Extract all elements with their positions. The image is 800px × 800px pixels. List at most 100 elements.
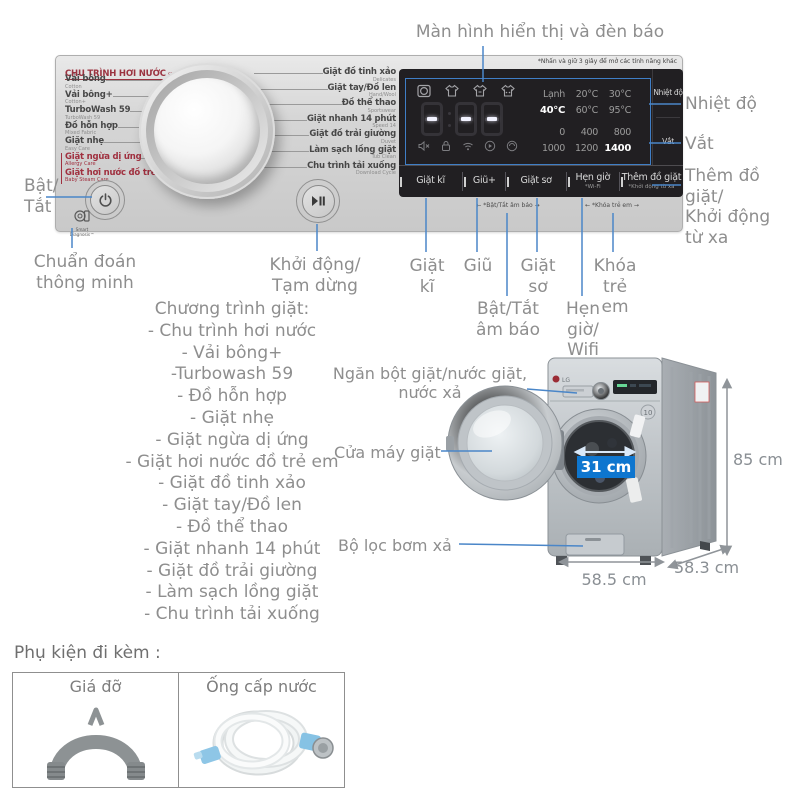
program-sublabel: Speed 14: [372, 123, 396, 130]
spin-option: 1000: [542, 143, 565, 154]
temperature-button[interactable]: Nhiệt độ: [653, 88, 683, 98]
play-pause-icon: [312, 196, 325, 206]
program-item: -Turbowash 59: [170, 364, 294, 385]
program-label: Đồ thể thao: [341, 98, 396, 109]
childlock-combo-note: ← *Khóa trẻ em →: [585, 202, 639, 209]
display-key-column: Nhiệt độ Vắt: [652, 69, 683, 165]
leader-line: [254, 104, 342, 106]
add-laundry-button[interactable]: Thêm đồ giặt*Khởi động từ xa: [620, 172, 682, 190]
program-sublabel: Baby Steam Care: [65, 177, 109, 184]
program-sublabel: Easy Care: [65, 145, 90, 152]
smart-diagnosis-icon: [74, 210, 90, 222]
program-item: - Giặt nhanh 14 phút: [143, 538, 321, 559]
wifi-icon: [463, 142, 473, 151]
spin-options: 0 400 800 1000 1200 1400: [529, 125, 631, 157]
program-summary: Chương trình giặt: - Chu trình hơi nước …: [112, 299, 352, 626]
leader-line: [254, 73, 323, 74]
remote-start-icon: [484, 140, 496, 152]
annotation-child-lock: Khóa trẻ em: [593, 256, 637, 318]
button-tick: [464, 176, 467, 187]
program-item: - Giặt ngừa dị ứng: [155, 429, 309, 450]
program-item: - Làm sạch lồng giặt: [145, 582, 319, 603]
annotation-display: Màn hình hiển thị và đèn báo: [415, 22, 665, 42]
power-icon: [98, 192, 112, 207]
spin-button[interactable]: Vắt: [662, 136, 674, 146]
steam-cycle-title: CHU TRÌNH HƠI NƯỚC: [65, 69, 166, 80]
display-highlight-box: [405, 78, 651, 165]
leader-line: [105, 80, 185, 81]
leader-line: [254, 88, 328, 90]
program-label: TurboWash 59: [65, 105, 131, 116]
annotation-prewash: Giặt sơ: [520, 256, 556, 297]
rinse-button[interactable]: Giũ+: [463, 166, 505, 197]
svg-text:10: 10: [644, 409, 653, 417]
spin-option: 400: [580, 127, 599, 138]
program-item: - Chu trình tải xuống: [144, 604, 320, 625]
program-item: - Giặt đồ tinh xảo: [158, 473, 306, 494]
program-label: Giặt đồ tinh xảo: [322, 67, 397, 77]
annotation-intensive-wash: Giặt kĩ: [409, 256, 445, 297]
dial-knob: [154, 78, 260, 184]
accessory-cell-bracket: Giá đỡ: [13, 673, 178, 787]
program-sublabel: Allergy Care: [65, 161, 96, 168]
program-summary-title: Chương trình giặt:: [154, 299, 310, 319]
annotation-timer-wifi: Hẹn giờ/ Wifi: [565, 299, 601, 361]
divider: [656, 116, 680, 118]
seven-segment-display: [421, 102, 507, 136]
temp-option: 95°C: [608, 105, 632, 116]
annotation-temperature: Nhiệt độ: [685, 94, 757, 114]
start-pause-button[interactable]: [296, 179, 340, 223]
display-colon: [447, 107, 451, 131]
program-sublabel: Cotton: [65, 83, 82, 90]
program-item: - Đồ hỗn hợp: [177, 386, 287, 407]
annotation-power: Bật/ Tắt: [24, 176, 59, 217]
cotton-shirt-icon: [445, 84, 459, 97]
annotation-spin: Vắt: [685, 134, 714, 154]
program-item: - Giặt hơi nước đồ trẻ em: [125, 451, 339, 472]
prewash-button[interactable]: Giặt sơ: [506, 166, 565, 197]
program-item: - Đồ thể thao: [175, 516, 289, 537]
intensive-wash-button[interactable]: Giặt kĩ: [399, 166, 462, 197]
program-sublabel: Cotton+: [65, 99, 86, 106]
power-button[interactable]: [85, 180, 125, 220]
water-supply-hose-image: [193, 710, 334, 776]
program-dial[interactable]: [139, 63, 275, 199]
display-bottom-icons: [418, 140, 518, 152]
svg-text:LG: LG: [562, 377, 570, 384]
spin-option-active: 1400: [604, 143, 631, 154]
temp-option: 60°C: [575, 105, 599, 116]
leader-line: [254, 166, 308, 168]
accessory-name: Ống cấp nước: [206, 677, 317, 696]
button-tick: [620, 176, 623, 187]
drain-hose-bracket-image: [46, 707, 145, 780]
button-separator: [505, 172, 507, 191]
program-item: - Giặt tay/Đồ len: [162, 495, 302, 516]
display-digit: [481, 102, 503, 136]
program-sublabel: Duvet: [380, 138, 396, 145]
annotation-beep: Bật/Tắt âm báo: [476, 299, 540, 340]
program-label: Vải bông+: [65, 89, 113, 100]
timer-button[interactable]: Hẹn giờ*Wi-Fi: [567, 166, 619, 197]
drum-light-icon: [506, 140, 518, 152]
program-sublabel: Tub Clean: [371, 154, 396, 161]
program-sublabel: Hand/Wool: [368, 92, 396, 99]
door-label: Cửa máy giặt: [334, 443, 441, 462]
temp-option-active: 40°C: [539, 105, 565, 116]
temp-option: Lạnh: [543, 89, 565, 100]
display-button-row: Giặt kĩ Giũ+ Giặt sơ Hẹn giờ*Wi-Fi Thêm …: [399, 165, 683, 197]
spin-option: 0: [559, 127, 565, 138]
accessories-title: Phụ kiện đi kèm :: [14, 643, 161, 663]
button-tick: [400, 176, 402, 187]
program-sublabel: Mixed Fabric: [65, 130, 97, 137]
program-sublabel: Download Cycle: [355, 170, 396, 177]
annotation-rinse: Giũ: [463, 256, 493, 276]
program-sublabel: Delicates: [372, 76, 396, 83]
smart-diagnosis-label: Smart Diagnosis™: [69, 227, 95, 237]
